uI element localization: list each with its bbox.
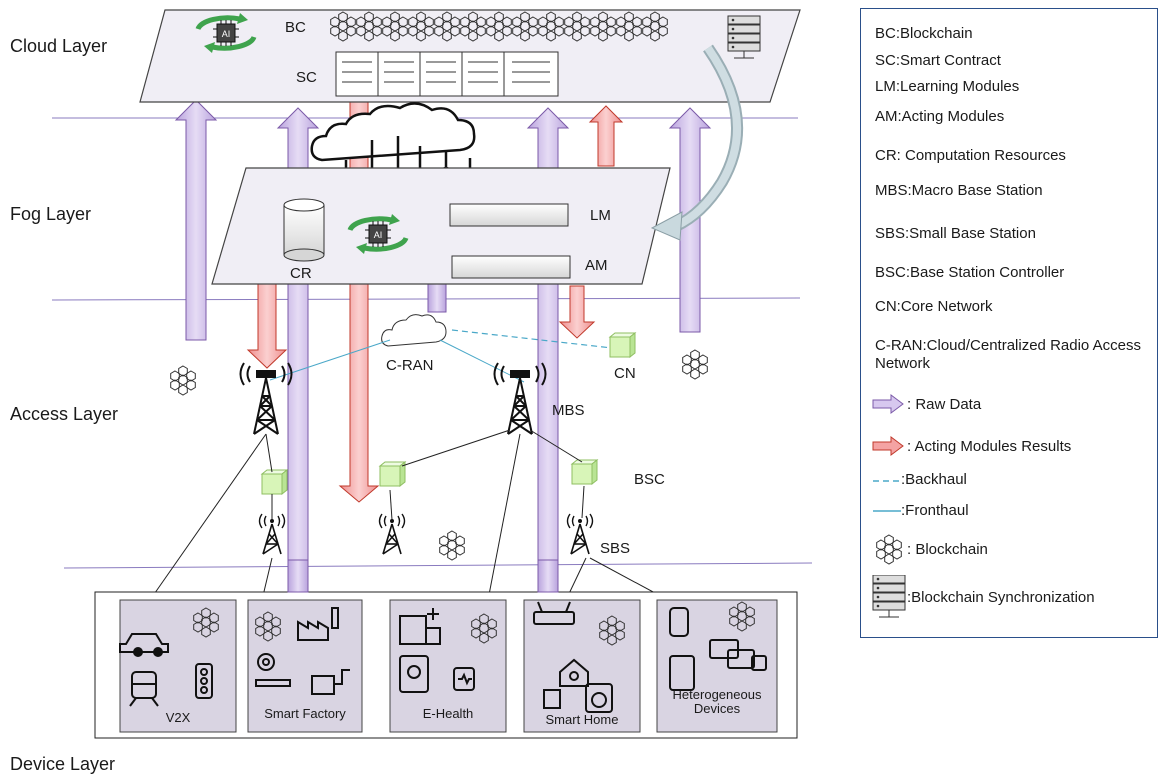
legend-bsc: BSC:Base Station Controller [875, 264, 1064, 282]
cloud-layer-label: Cloud Layer [10, 36, 107, 56]
device-label-v2x: V2X [166, 710, 191, 725]
legend-sc: SC:Smart Contract [875, 52, 1001, 70]
mbs-label: MBS [552, 402, 585, 419]
legend-sbs: SBS:Small Base Station [875, 225, 1036, 243]
device-label-e-health: E-Health [423, 706, 474, 721]
cn-cube [610, 333, 635, 357]
sbs-label: SBS [600, 540, 630, 557]
small-tower [380, 514, 405, 554]
legend-am: AM:Acting Modules [875, 108, 1004, 126]
cloud-platform: BC SC [140, 10, 800, 102]
blockchain-legend-icon [871, 531, 907, 567]
legend-bc: BC:Blockchain [875, 25, 973, 43]
blockchain-icon [440, 531, 465, 560]
bsc-label: BSC [634, 471, 665, 488]
macro-tower-left [241, 363, 292, 434]
cr-database-icon [284, 199, 324, 261]
device-layer-label: Device Layer [10, 754, 115, 774]
acting-results-arrow-icon [871, 435, 907, 457]
backhaul-link [452, 330, 612, 348]
access-layer-label: Access Layer [10, 404, 118, 424]
cran-label: C-RAN [386, 357, 434, 374]
bsc-cube [380, 462, 405, 486]
raw-data-arrow-icon [871, 393, 907, 415]
am-box [452, 256, 570, 278]
small-tower [260, 514, 285, 554]
fog-platform: CR LM AM [212, 168, 670, 284]
legend-raw-data: : Raw Data [907, 396, 981, 413]
legend-cr: CR: Computation Resources [875, 147, 1066, 165]
legend-backhaul: :Backhaul [901, 471, 967, 488]
legend-fronthaul: :Fronthaul [901, 502, 969, 519]
legend: BC:Blockchain SC:Smart Contract LM:Learn… [860, 8, 1158, 638]
legend-sync: :Blockchain Synchronization [907, 589, 1095, 606]
legend-acting-results: : Acting Modules Results [907, 438, 1071, 455]
cran-cloud-icon [382, 315, 446, 346]
bsc-cube [262, 470, 287, 494]
bc-label: BC [285, 19, 306, 36]
small-tower-sbs [568, 514, 593, 554]
device-label-smart-home: Smart Home [546, 712, 619, 727]
device-label-smart-factory: Smart Factory [264, 706, 346, 721]
device-label-heterogeneous: Heterogeneous Devices [657, 688, 777, 716]
bsc-cube [572, 460, 597, 484]
legend-blockchain: : Blockchain [907, 541, 988, 558]
legend-cn: CN:Core Network [875, 298, 993, 316]
lm-box [450, 204, 568, 226]
legend-cran: C-RAN:Cloud/Centralized Radio Access Net… [875, 337, 1145, 373]
lm-label: LM [590, 207, 611, 224]
fog-layer-label: Fog Layer [10, 204, 91, 224]
blockchain-icon [683, 350, 708, 379]
cn-label: CN [614, 365, 636, 382]
server-legend-icon [871, 575, 907, 621]
sc-label: SC [296, 69, 317, 86]
blockchain-icon [171, 366, 196, 395]
cr-label: CR [290, 265, 312, 282]
legend-mbs: MBS:Macro Base Station [875, 182, 1043, 200]
legend-lm: LM:Learning Modules [875, 78, 1019, 96]
am-label: AM [585, 257, 608, 274]
smart-contracts [336, 52, 558, 96]
